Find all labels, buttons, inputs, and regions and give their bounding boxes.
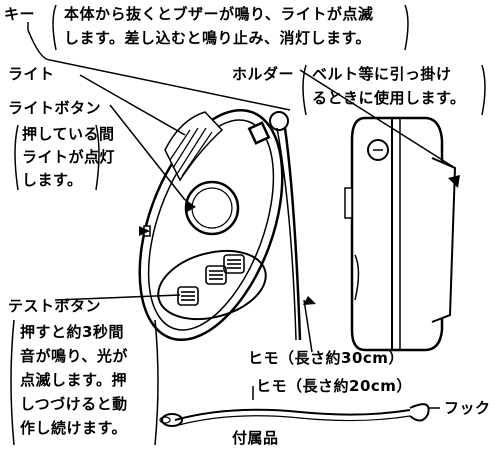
test-button-desc-line-4: しつづけると動 (20, 395, 128, 413)
strap-30cm-label: ヒモ（長さ約30cm） (248, 349, 404, 367)
holder-desc-line-1: ベルト等に引っ掛け (312, 65, 452, 83)
light-button-desc-line-1: 押している間 (22, 125, 115, 143)
arrow-icons (139, 175, 460, 305)
leader-lines (27, 22, 456, 409)
brackets (10, 4, 486, 446)
hook-label: フック (444, 399, 491, 417)
test-button-desc-line-5: 作し続けます。 (20, 419, 128, 437)
test-button-desc-line-1: 押すと約3秒間 (20, 323, 124, 341)
device-front-view (138, 109, 302, 341)
light-button-desc-line-2: ライトが点灯 (22, 148, 116, 166)
key-desc-line-2: します。差し込むと鳴り止み、消灯します。 (64, 29, 372, 47)
test-button-desc-line-3: 点滅します。押 (20, 371, 128, 389)
test-button-desc-line-2: 音が鳴り、光が (20, 347, 128, 365)
light-label: ライト (8, 65, 55, 83)
accessory-strap (159, 403, 430, 427)
key-label: キー (4, 5, 36, 23)
light-button-desc-line-3: します。 (22, 171, 83, 189)
key-desc-line-1: 本体から抜くとブザーが鳴り、ライトが点滅 (64, 5, 374, 23)
test-button-label: テストボタン (8, 297, 102, 315)
holder-label: ホルダー (232, 65, 295, 83)
light-button-label: ライトボタン (8, 99, 102, 117)
device-side-view (344, 116, 457, 352)
strap-20cm-label: ヒモ（長さ約20cm） (256, 377, 412, 395)
accessories-label: 付属品 (232, 429, 279, 447)
holder-desc-line-2: るときに使用します。 (312, 89, 466, 107)
